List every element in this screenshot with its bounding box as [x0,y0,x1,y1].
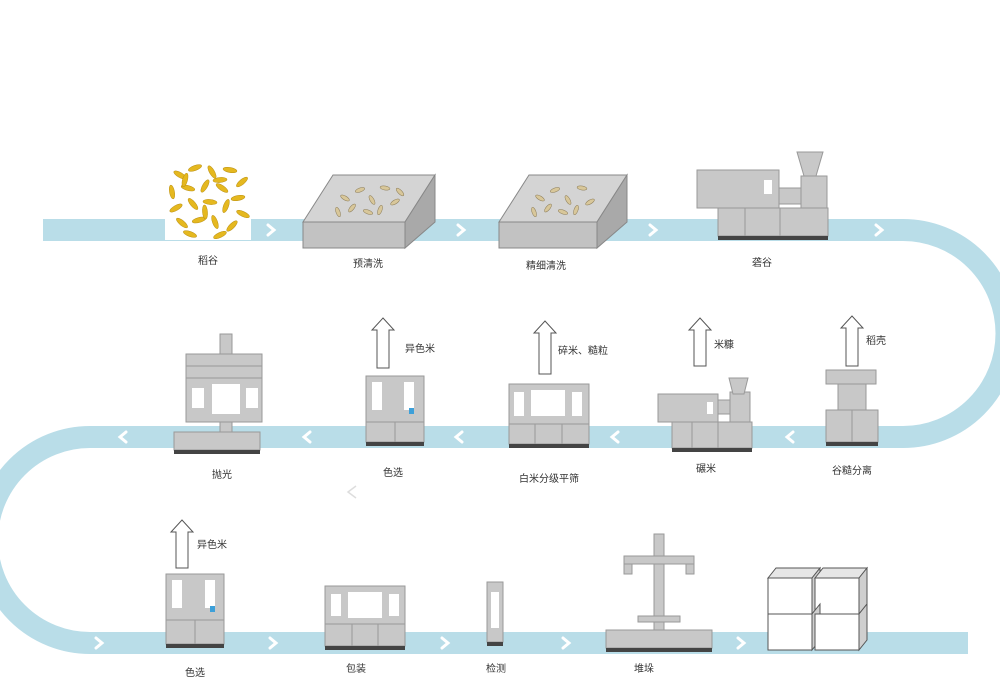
conveyor-belt [0,219,1000,654]
chevron-left-icon [117,430,128,444]
step-label-inspection: 检测 [486,664,506,675]
byproduct-arrows [169,315,865,569]
bran-arrow-icon [687,317,713,367]
step-label-polishing: 抛光 [212,470,232,481]
color-sorter-machine [365,375,425,446]
milling-machine [657,377,753,452]
paddy-grain-image [165,158,251,240]
chevron-right-icon [440,636,451,650]
second-color-sorter-machine [165,573,225,648]
polishing-machine [173,333,263,454]
chevron-right-icon [561,636,572,650]
step-label-milling: 碾米 [696,464,716,475]
byproduct-label-reject-1: 异色米 [405,344,435,355]
chevron-left-icon [609,430,620,444]
faint-arrow-icon [346,485,357,499]
white-rice-grading-machine [508,383,590,448]
chevron-left-icon [453,430,464,444]
finished-box-stack [766,566,869,652]
byproduct-label-bran: 米糠 [714,340,734,351]
stacking-robot [605,533,713,652]
step-label-color-sort-2: 色选 [185,668,205,679]
step-label-fine-clean: 精细清洗 [526,261,566,272]
step-label-color-sort-1: 色选 [383,468,403,479]
pre-cleaning-machine [302,173,436,250]
chevron-left-icon [784,430,795,444]
byproduct-label-reject-2: 异色米 [197,540,227,551]
step-label-paddy: 稻谷 [198,256,218,267]
husk-arrow-icon [839,315,865,367]
step-label-paddy-separation: 谷糙分离 [832,466,872,477]
chevron-right-icon [268,636,279,650]
chevron-right-icon [94,636,105,650]
reject-arrow-icon [370,317,396,369]
chevron-right-icon [874,223,885,237]
broken-rice-arrow-icon [532,320,558,375]
chevron-left-icon [301,430,312,444]
flow-chevrons [1,223,995,650]
second-reject-arrow-icon [169,519,195,569]
step-label-packing: 包装 [346,664,366,675]
step-label-hulling: 砻谷 [752,258,772,269]
chevron-right-icon [648,223,659,237]
byproduct-label-husk: 稻壳 [866,336,886,347]
inspection-device [486,581,504,646]
step-label-stacking: 堆垛 [634,664,654,675]
step-label-pre-clean: 预清洗 [353,259,383,270]
chevron-down-icon [981,336,995,347]
packing-machine [324,585,406,650]
chevron-right-icon [736,636,747,650]
fine-cleaning-machine [498,173,628,250]
paddy-separator-machine [825,369,879,446]
hulling-machine [696,151,829,240]
step-label-white-rice-grading: 白米分级平筛 [519,474,579,485]
chevron-down-icon [1,538,15,549]
chevron-right-icon [456,223,467,237]
chevron-right-icon [266,223,277,237]
byproduct-label-broken: 碎米、糙粒 [558,346,608,357]
